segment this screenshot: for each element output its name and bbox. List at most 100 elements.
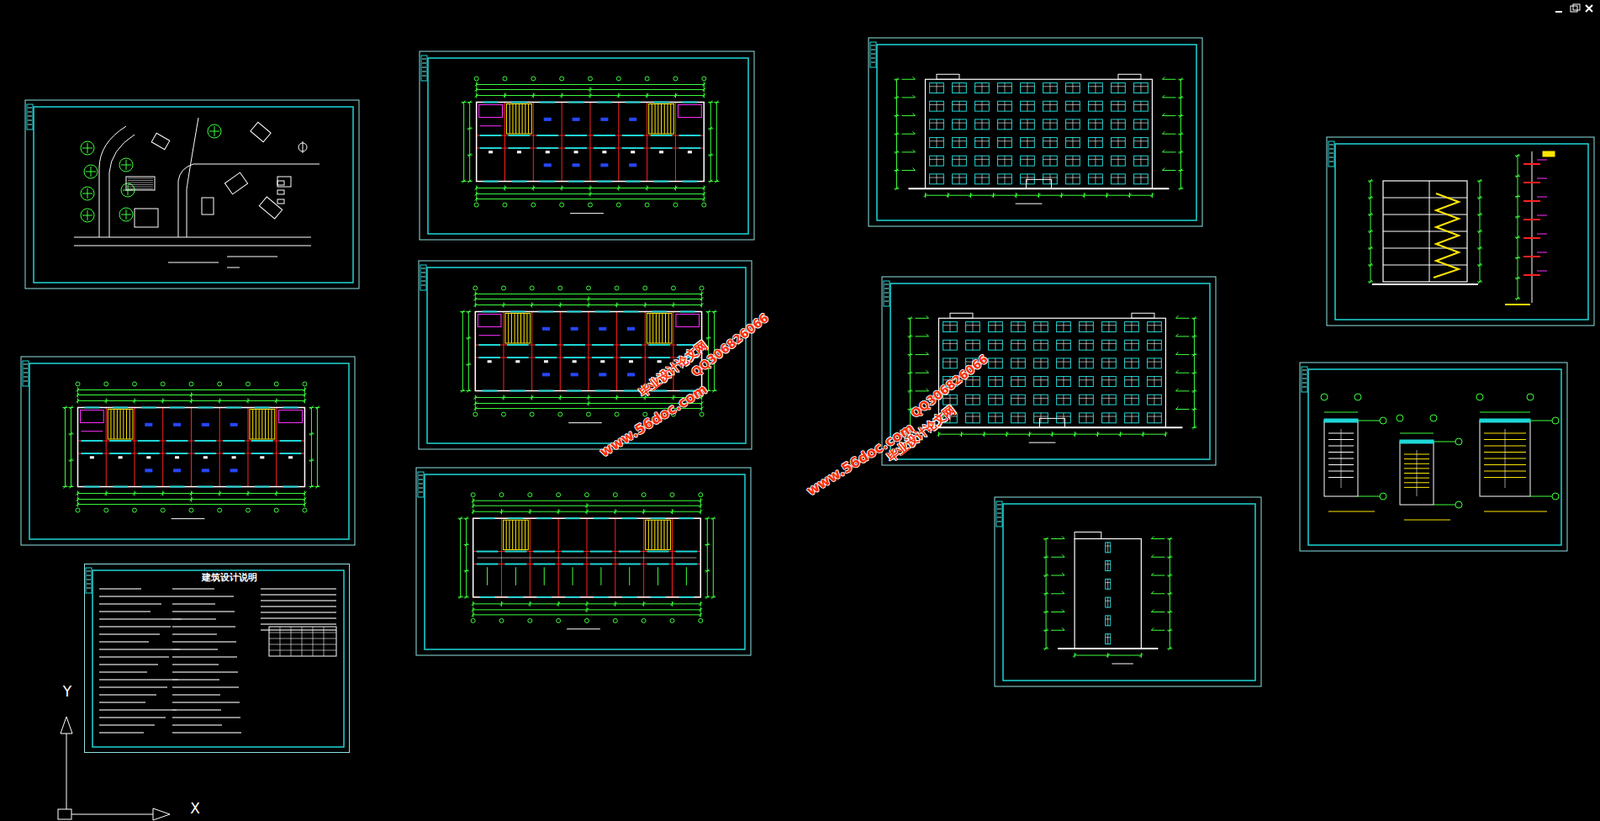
axis-bubble xyxy=(473,285,478,291)
dimension-tick xyxy=(467,180,473,182)
table-rule xyxy=(279,626,281,656)
dimension-tick xyxy=(304,391,306,397)
door-mark xyxy=(601,360,605,363)
level-mark xyxy=(925,333,929,337)
title-strip-line xyxy=(421,272,426,274)
dimension-tick xyxy=(712,309,717,313)
window-mullion xyxy=(1140,137,1141,148)
dimension-tick xyxy=(1119,431,1121,437)
window xyxy=(1088,83,1104,94)
axis-bubble xyxy=(641,617,646,623)
detail-leader xyxy=(1536,215,1548,217)
window xyxy=(929,100,945,111)
dimension-tick xyxy=(1043,538,1049,539)
dimension-tick xyxy=(642,601,646,606)
window xyxy=(1011,412,1026,423)
stair-tread xyxy=(659,312,661,344)
stair-tread xyxy=(518,103,520,134)
dimension-tick xyxy=(1515,276,1520,280)
dimension-tick xyxy=(459,516,463,520)
note-text-line xyxy=(99,708,177,711)
dimension-tick xyxy=(302,502,307,507)
axis-bubble xyxy=(501,411,506,417)
window xyxy=(966,339,981,350)
window-mullion xyxy=(1107,560,1109,571)
detail-leader xyxy=(1536,233,1548,235)
dimension-line xyxy=(311,406,312,486)
window-mullion xyxy=(994,339,996,350)
toilet-fixture xyxy=(477,313,502,327)
dimension-tick xyxy=(559,301,561,307)
level-mark xyxy=(901,79,915,80)
dimension-tick xyxy=(588,192,592,196)
window-transom xyxy=(1105,600,1111,602)
dimension-tick xyxy=(190,391,192,397)
dimension-tick xyxy=(708,100,713,104)
axis-bubble xyxy=(1526,393,1534,401)
ucs-arrow xyxy=(153,807,170,820)
window-mullion xyxy=(1017,394,1019,405)
dimension-tick xyxy=(530,396,534,400)
window-mullion xyxy=(1153,358,1155,369)
dimension-tick xyxy=(1515,237,1521,238)
window-mullion xyxy=(994,394,996,405)
window xyxy=(1105,560,1111,571)
sheet-inner-border xyxy=(1335,143,1589,320)
level-mark xyxy=(1151,572,1154,576)
level-mark xyxy=(1175,353,1189,355)
window-mullion xyxy=(1017,322,1019,333)
dimension-tick xyxy=(1029,431,1030,437)
axis-bubble xyxy=(673,202,678,207)
stair-plan-outline xyxy=(1399,441,1434,505)
level-mark xyxy=(1161,115,1176,117)
window-transom xyxy=(966,324,981,326)
level-mark xyxy=(1050,629,1065,631)
corridor-wall xyxy=(222,439,245,442)
window xyxy=(1102,394,1117,405)
tree-symbol xyxy=(87,188,89,199)
dimension-tick xyxy=(589,185,591,191)
corridor-wall xyxy=(563,356,586,359)
dimension-tick xyxy=(475,406,476,412)
window-transom xyxy=(1020,140,1035,142)
window-transom xyxy=(1011,379,1026,381)
dimension-tick xyxy=(1368,195,1373,200)
corridor-wall xyxy=(647,563,670,566)
dimension-tick xyxy=(217,491,222,496)
axis-bubble xyxy=(531,202,536,207)
room-label-mark xyxy=(572,163,580,167)
dimension-tick xyxy=(711,595,715,599)
window-transom xyxy=(952,177,967,179)
axis-leader xyxy=(1433,441,1456,443)
window-transom xyxy=(998,158,1013,160)
dimension-tick xyxy=(894,150,898,154)
dimension-tick xyxy=(247,491,249,497)
section-outline xyxy=(1383,180,1468,282)
corridor-wall xyxy=(620,343,643,346)
window-transom xyxy=(1079,324,1094,326)
axis-bubble xyxy=(584,617,589,623)
window-opening xyxy=(625,180,641,183)
level-mark xyxy=(1175,352,1178,355)
window-transom xyxy=(1079,361,1094,363)
note-text-line xyxy=(99,602,162,605)
dimension-tick xyxy=(464,596,470,597)
axis-grid-line xyxy=(105,406,107,486)
dimension-tick xyxy=(1191,317,1197,319)
table-rule xyxy=(290,626,292,656)
window-transom xyxy=(998,104,1013,106)
title-strip-line xyxy=(1302,374,1307,375)
window xyxy=(1011,339,1026,350)
axis-grid-line xyxy=(475,343,702,345)
stair-tread xyxy=(514,312,516,344)
title-strip-line xyxy=(884,296,889,298)
dimension-tick xyxy=(475,191,477,197)
level-mark xyxy=(901,151,915,153)
ground-line xyxy=(1372,283,1479,286)
tree-symbol xyxy=(126,159,127,170)
window-mullion xyxy=(1117,100,1119,111)
dimension-tick xyxy=(1044,628,1048,632)
window-opening xyxy=(650,517,666,519)
detail-slab xyxy=(1523,237,1541,239)
dimension-tick xyxy=(712,390,718,391)
